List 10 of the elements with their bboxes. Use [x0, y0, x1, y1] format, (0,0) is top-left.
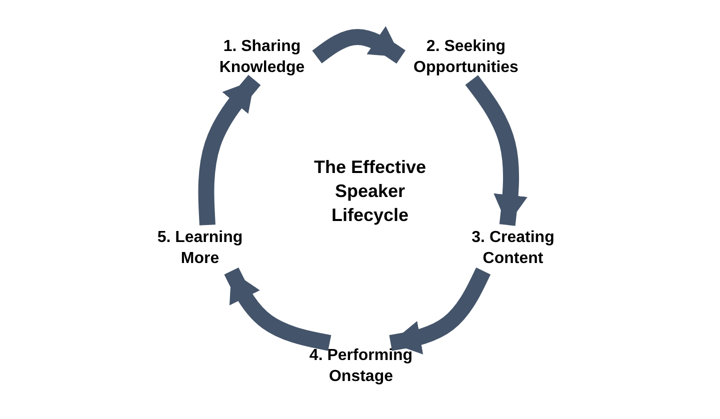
- stage-label: 1. Sharing Knowledge: [218, 37, 306, 78]
- stage-label: 5. Learning More: [156, 228, 244, 269]
- stage-label: 3. Creating Content: [470, 228, 556, 269]
- stage-label: 2. Seeking Opportunities: [412, 37, 520, 78]
- curved-arrow: [224, 267, 332, 351]
- curved-arrow: [198, 74, 261, 226]
- curved-arrow: [465, 75, 528, 226]
- curved-arrow: [389, 268, 491, 354]
- diagram-title: The Effective Speaker Lifecycle: [312, 156, 428, 227]
- stage-label: 4. Performing Onstage: [308, 346, 414, 387]
